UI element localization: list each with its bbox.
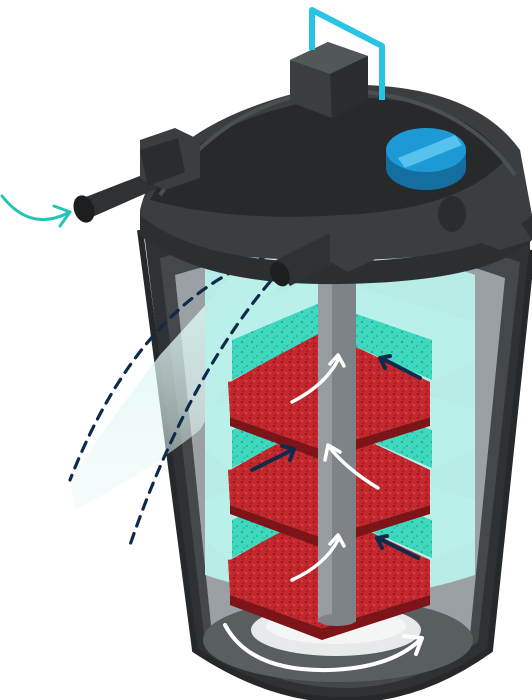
- uv-clarifier-housing: [290, 42, 368, 118]
- flow-arrow-navy-icon: [375, 534, 420, 560]
- flow-arrows-navy: [250, 354, 422, 560]
- inflow-arrow-icon: [0, 194, 72, 228]
- flow-arrows-white: [290, 353, 380, 582]
- inlet-pipe: [73, 128, 200, 223]
- blue-twist-cap: [386, 128, 466, 190]
- flow-arrow-navy-icon: [378, 354, 422, 380]
- flow-arrow-white-icon: [290, 533, 346, 582]
- flow-arrow-white-icon: [323, 443, 380, 490]
- flow-arrow-white-icon: [290, 353, 346, 404]
- flow-arrow-navy-icon: [250, 444, 296, 472]
- swirl-base: [223, 623, 424, 673]
- power-cable: [309, 7, 385, 100]
- swirl-arrow-icon: [402, 634, 424, 656]
- outlet-pipe: [270, 196, 532, 287]
